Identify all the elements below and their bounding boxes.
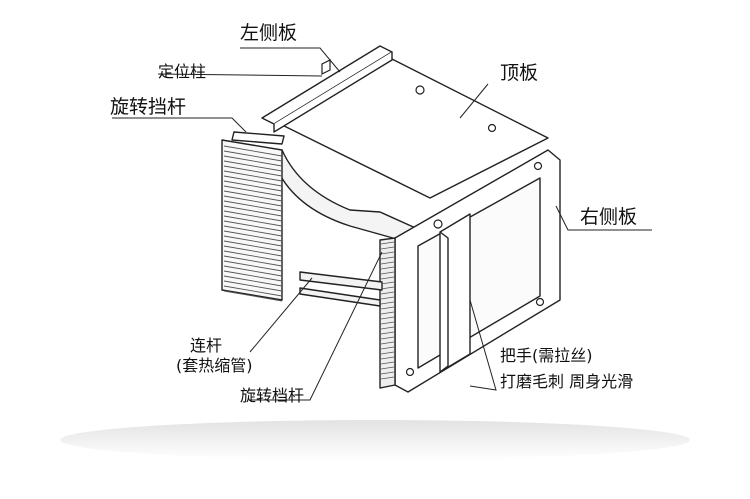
fin-line xyxy=(223,280,283,292)
fin-line xyxy=(223,270,283,282)
fin-line xyxy=(380,291,395,295)
fin-line xyxy=(380,306,395,310)
fin-line xyxy=(223,260,283,272)
leader-right-side-plate xyxy=(555,205,652,231)
fin-line xyxy=(380,331,395,335)
label-connecting-rod-line1: 连杆 xyxy=(190,336,223,355)
fin-line xyxy=(223,180,283,192)
fin-line xyxy=(223,175,283,187)
fin-line xyxy=(223,250,283,262)
fin-line xyxy=(380,316,395,320)
fin-line xyxy=(223,145,283,157)
fin-line xyxy=(380,326,395,330)
fin-line xyxy=(380,276,395,280)
fin-line xyxy=(223,190,283,202)
fin-line xyxy=(223,200,283,212)
label-top-plate: 顶板 xyxy=(500,62,539,84)
hole xyxy=(487,123,497,133)
fin-line xyxy=(223,240,283,252)
fin-line xyxy=(223,155,283,167)
leader-top-plate xyxy=(459,83,489,119)
fin-line xyxy=(223,205,283,217)
hole xyxy=(533,161,543,171)
fin-line xyxy=(223,220,283,232)
fin-line xyxy=(380,271,395,275)
label-right-side-plate: 右侧板 xyxy=(580,206,638,228)
fin-line xyxy=(380,376,395,380)
label-connecting-rod-line2: (套热缩管) xyxy=(176,356,253,375)
fin-line xyxy=(223,185,283,197)
fin-line xyxy=(380,241,395,245)
fin-line xyxy=(223,275,283,287)
fin-line xyxy=(380,281,395,285)
fin-line xyxy=(223,235,283,247)
back-fin-bank xyxy=(221,139,283,301)
fin-line xyxy=(380,361,395,365)
fin-line xyxy=(380,311,395,315)
hole xyxy=(405,367,415,377)
leader-rotating-lever-top xyxy=(112,117,247,133)
fin-line xyxy=(223,160,283,172)
floor-shadow xyxy=(60,420,690,460)
fin-line xyxy=(380,256,395,260)
locating-pin xyxy=(321,59,331,75)
back-fins xyxy=(223,145,283,302)
fin-line xyxy=(380,356,395,360)
fin-line xyxy=(380,346,395,350)
fin-line xyxy=(380,296,395,300)
fin-line xyxy=(223,290,283,302)
leader-rotating-lever-bottom xyxy=(250,251,383,401)
front-fins xyxy=(380,241,395,380)
fin-line xyxy=(223,215,283,227)
fin-line xyxy=(223,230,283,242)
fin-line xyxy=(380,366,395,370)
fin-line xyxy=(223,165,283,177)
label-left-side-plate: 左侧板 xyxy=(240,22,298,44)
hole xyxy=(415,85,425,95)
fin-line xyxy=(380,371,395,375)
label-locating-pin: 定位柱 xyxy=(158,62,207,81)
rotating-lever-top xyxy=(231,131,285,145)
hole xyxy=(535,297,545,307)
fin-line xyxy=(380,321,395,325)
fin-line xyxy=(380,351,395,355)
fin-line xyxy=(380,261,395,265)
fin-line xyxy=(223,265,283,277)
fin-line xyxy=(223,195,283,207)
fin-line xyxy=(380,286,395,290)
hole xyxy=(433,219,443,229)
fin-line xyxy=(380,301,395,305)
leader-handle xyxy=(469,299,497,391)
leader-connecting-rod xyxy=(249,277,313,353)
connecting-rod xyxy=(299,271,383,291)
fin-line xyxy=(223,285,283,297)
fin-line xyxy=(380,336,395,340)
fin-line xyxy=(223,170,283,182)
leader-left-side-plate xyxy=(240,47,341,73)
label-handle-line2: 打磨毛刺 周身光滑 xyxy=(500,372,634,391)
fin-line xyxy=(223,225,283,237)
label-handle-line1: 把手(需拉丝) xyxy=(500,346,593,365)
fin-line xyxy=(380,266,395,270)
label-rotating-lever-top: 旋转挡杆 xyxy=(110,96,187,118)
label-rotating-lever-bottom: 旋转档杆 xyxy=(240,386,305,405)
fin-line xyxy=(380,251,395,255)
fin-line xyxy=(380,246,395,250)
fin-line xyxy=(380,341,395,345)
fin-line xyxy=(223,245,283,257)
handle xyxy=(439,213,471,373)
fin-line xyxy=(223,210,283,222)
fin-line xyxy=(223,255,283,267)
fin-line xyxy=(223,150,283,162)
leader-locating-pin xyxy=(157,73,323,77)
